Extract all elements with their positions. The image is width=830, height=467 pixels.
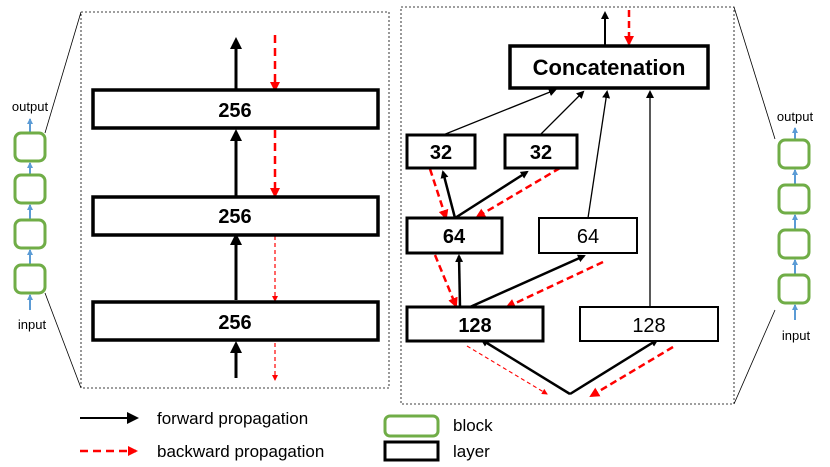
block-panel: 256 256 256 [80,11,390,389]
left-input-label: input [18,317,47,332]
legend-layer-swatch [383,440,440,462]
block-layer-2-label: 256 [218,206,251,228]
legend-block-label: block [453,416,493,435]
block-layer-3-label: 256 [218,100,251,122]
layer-32-b [503,133,579,170]
left-block-stack: output input [12,99,49,332]
backward-64a-to-128a [433,254,458,308]
layer-128-a [405,305,545,343]
right-block-4 [777,273,811,305]
edge-128a-to-64a [455,254,464,308]
edge-input-to-128b [569,338,659,396]
layer-32-a-label: 32 [430,142,452,164]
backward-128a-to-input [466,345,548,395]
left-block-4 [13,263,47,295]
edge-input-to-128a [480,338,571,396]
layer-64-a-label: 64 [443,226,466,248]
layer-64-a [405,216,504,255]
left-zoom-line-bottom [44,292,82,389]
edge-128a-to-64b [469,254,586,309]
layer-128-a-label: 128 [458,315,491,337]
left-output-label: output [12,99,49,114]
concat-layer-label: Concatenation [533,55,686,80]
legend-block-swatch [383,414,440,438]
left-block-2 [13,173,47,205]
left-zoom-line-top [44,11,82,134]
right-zoom-line-top [733,6,776,140]
edge-32b-to-concat [539,90,585,136]
right-input-label: input [782,328,811,343]
right-output-label: output [777,109,814,124]
right-block-stack: output input [777,109,814,343]
edge-32a-to-concat [442,88,557,136]
block-layer-2 [91,195,380,237]
block-layer-3 [91,88,380,130]
block-layer-1-label: 256 [218,312,251,334]
block-panel-border [80,11,390,389]
layer-128-b-label: 128 [632,315,665,337]
layer-64-b [538,217,638,254]
backward-32b-to-64a [475,166,561,219]
right-block-2 [777,183,811,215]
edge-64a-to-32a [440,170,457,219]
right-block-1 [777,138,811,170]
layer-32-b-label: 32 [530,142,552,164]
right-zoom-line-bottom [733,309,776,405]
left-block-3 [13,218,47,250]
block-layer-1 [91,300,380,342]
edge-64a-to-32b [454,170,529,220]
right-block-3 [777,228,811,260]
edge-64b-to-concat [587,90,611,219]
layer-128-b [579,306,719,342]
layer-panel-border [400,6,735,405]
concat-layer [508,44,710,90]
left-block-1 [13,131,47,163]
legend-layer-label: layer [453,442,490,461]
backward-128b-to-input [589,345,674,398]
legend: forward propagation backward propagation… [80,409,493,462]
layer-32-a [405,133,477,170]
layer-64-b-label: 64 [577,226,599,248]
backward-64b-to-128a [505,260,604,309]
legend-forward-label: forward propagation [157,409,308,428]
legend-backward-label: backward propagation [157,442,324,461]
layer-panel: Concatenation 32 32 64 64 128 128 [400,6,735,405]
backward-32a-to-64a [428,168,449,220]
